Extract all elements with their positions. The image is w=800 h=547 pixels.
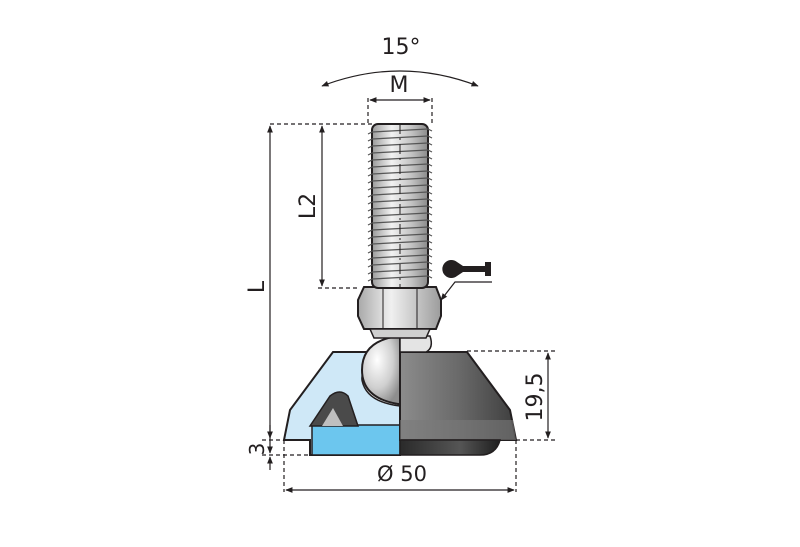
thread-length-label: L2 [296,193,321,219]
dim-arc-angle [321,70,479,87]
thread-line [371,254,429,259]
thread-crest [367,233,433,240]
thread-label: M [390,73,409,98]
pad-height-label: 3 [245,443,269,456]
ball-joint [360,334,433,405]
thread-crest [367,177,433,184]
thread-crest [367,261,433,268]
thread-crest [367,240,433,247]
thread-crest [367,247,433,254]
base-height-label: 19,5 [523,373,548,422]
thread-line [371,275,429,280]
thread-crest [367,268,433,275]
thread-line [371,212,429,217]
thread-crest [367,149,433,156]
total-length-label: L [245,280,270,293]
thread-line [371,233,429,238]
thread-crest [367,198,433,205]
angle-label: 15° [382,35,421,60]
hex-nut [357,286,442,339]
thread-line [371,240,429,245]
thread-crest [367,163,433,170]
thread-crest [367,205,433,212]
threaded-stud [367,123,433,289]
thread-crest [367,156,433,163]
base-exterior-view [399,351,518,456]
thread-line [371,198,429,203]
base-diameter-label: Ø 50 [377,462,427,486]
thread-crest [367,226,433,233]
wrench-icon [442,260,491,278]
thread-crest [367,142,433,149]
thread-crest [367,212,433,219]
thread-crest [367,128,433,135]
thread-crest [367,254,433,261]
thread-crest [367,170,433,177]
thread-crest [367,275,433,282]
thread-crest [367,219,433,226]
thread-line [371,135,429,140]
dimension-lines [262,70,555,493]
thread-line [371,261,429,266]
thread-crest [367,191,433,198]
thread-crest [367,184,433,191]
thread-line [371,219,429,224]
thread-crest [367,135,433,142]
